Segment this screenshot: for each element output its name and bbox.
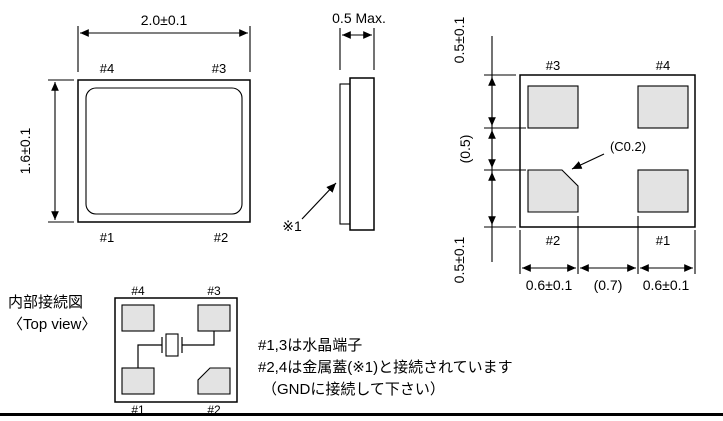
connection-view: 内部接続図 〈Top view〉 #4 #3 #1 #2 — [8, 284, 238, 417]
bottom-view-pad3 — [527, 85, 579, 129]
top-view-pad2-label: #2 — [214, 230, 228, 245]
top-view: 2.0±0.1 1.6±0.1 #4 #3 #1 #2 — [17, 12, 251, 245]
top-view-body-outline — [77, 79, 251, 223]
connection-pad3 — [197, 304, 231, 332]
note-line3: （GNDに接続して下さい） — [262, 381, 445, 398]
bottom-view-pad3-label: #3 — [546, 58, 560, 73]
crystal-lead-to-pad3 — [182, 331, 215, 346]
top-view-height-dim: 1.6±0.1 — [17, 127, 33, 174]
bottom-view-vdim-top: 0.5±0.1 — [451, 16, 467, 63]
top-view-width-dim: 2.0±0.1 — [141, 12, 188, 28]
connection-pad4-label: #4 — [131, 284, 145, 298]
connection-pad1 — [121, 367, 155, 395]
top-view-pad3-label: #3 — [212, 61, 226, 76]
bottom-view-hdim-mid: (0.7) — [594, 277, 623, 293]
bottom-view-pad2-chamfered — [527, 169, 579, 213]
bottom-divider — [0, 413, 723, 416]
top-view-lid-outline — [85, 87, 243, 215]
side-view-lid-ref: ※1 — [282, 218, 302, 234]
bottom-view-hdim-right: 0.6±0.1 — [643, 277, 690, 293]
bottom-view-vdim-mid: (0.5) — [457, 135, 473, 164]
chamfer-leader-arrow — [571, 153, 605, 170]
lid-leader-arrow — [301, 182, 337, 220]
bottom-view-pad2-label: #2 — [546, 233, 560, 248]
bottom-view-pad4-label: #4 — [656, 58, 670, 73]
connection-view-subtitle: 〈Top view〉 — [8, 316, 96, 333]
note-line2: #2,4は金属蓋(※1)と接続されています — [258, 359, 513, 376]
bottom-view-pad1 — [637, 169, 689, 213]
top-view-pad4-label: #4 — [100, 61, 114, 76]
bottom-view-pad1-label: #1 — [656, 233, 670, 248]
side-view: 0.5 Max. ※1 — [282, 10, 386, 234]
crystal-element — [165, 333, 179, 357]
connection-pad2-chamfered — [197, 367, 231, 395]
side-view-lid — [339, 83, 351, 225]
connection-pad3-label: #3 — [207, 284, 221, 298]
connection-pad4 — [121, 304, 155, 332]
connection-view-title: 内部接続図 — [8, 294, 83, 311]
bottom-view-vdim-bottom: 0.5±0.1 — [451, 236, 467, 283]
note-line1: #1,3は水晶端子 — [258, 337, 362, 354]
chamfer-label: (C0.2) — [610, 139, 646, 154]
bottom-view-hdim-left: 0.6±0.1 — [526, 277, 573, 293]
notes-block: #1,3は水晶端子 #2,4は金属蓋(※1)と接続されています （GNDに接続し… — [258, 337, 513, 398]
bottom-view-pad4 — [637, 85, 689, 129]
side-view-thickness-dim: 0.5 Max. — [332, 10, 386, 26]
crystal-lead-to-pad1 — [137, 344, 162, 368]
top-view-pad1-label: #1 — [100, 230, 114, 245]
bottom-view: #3 #4 #2 #1 (C0.2) 0.5±0.1 (0.5) 0.5±0.1… — [451, 16, 696, 293]
side-view-body — [349, 77, 375, 231]
